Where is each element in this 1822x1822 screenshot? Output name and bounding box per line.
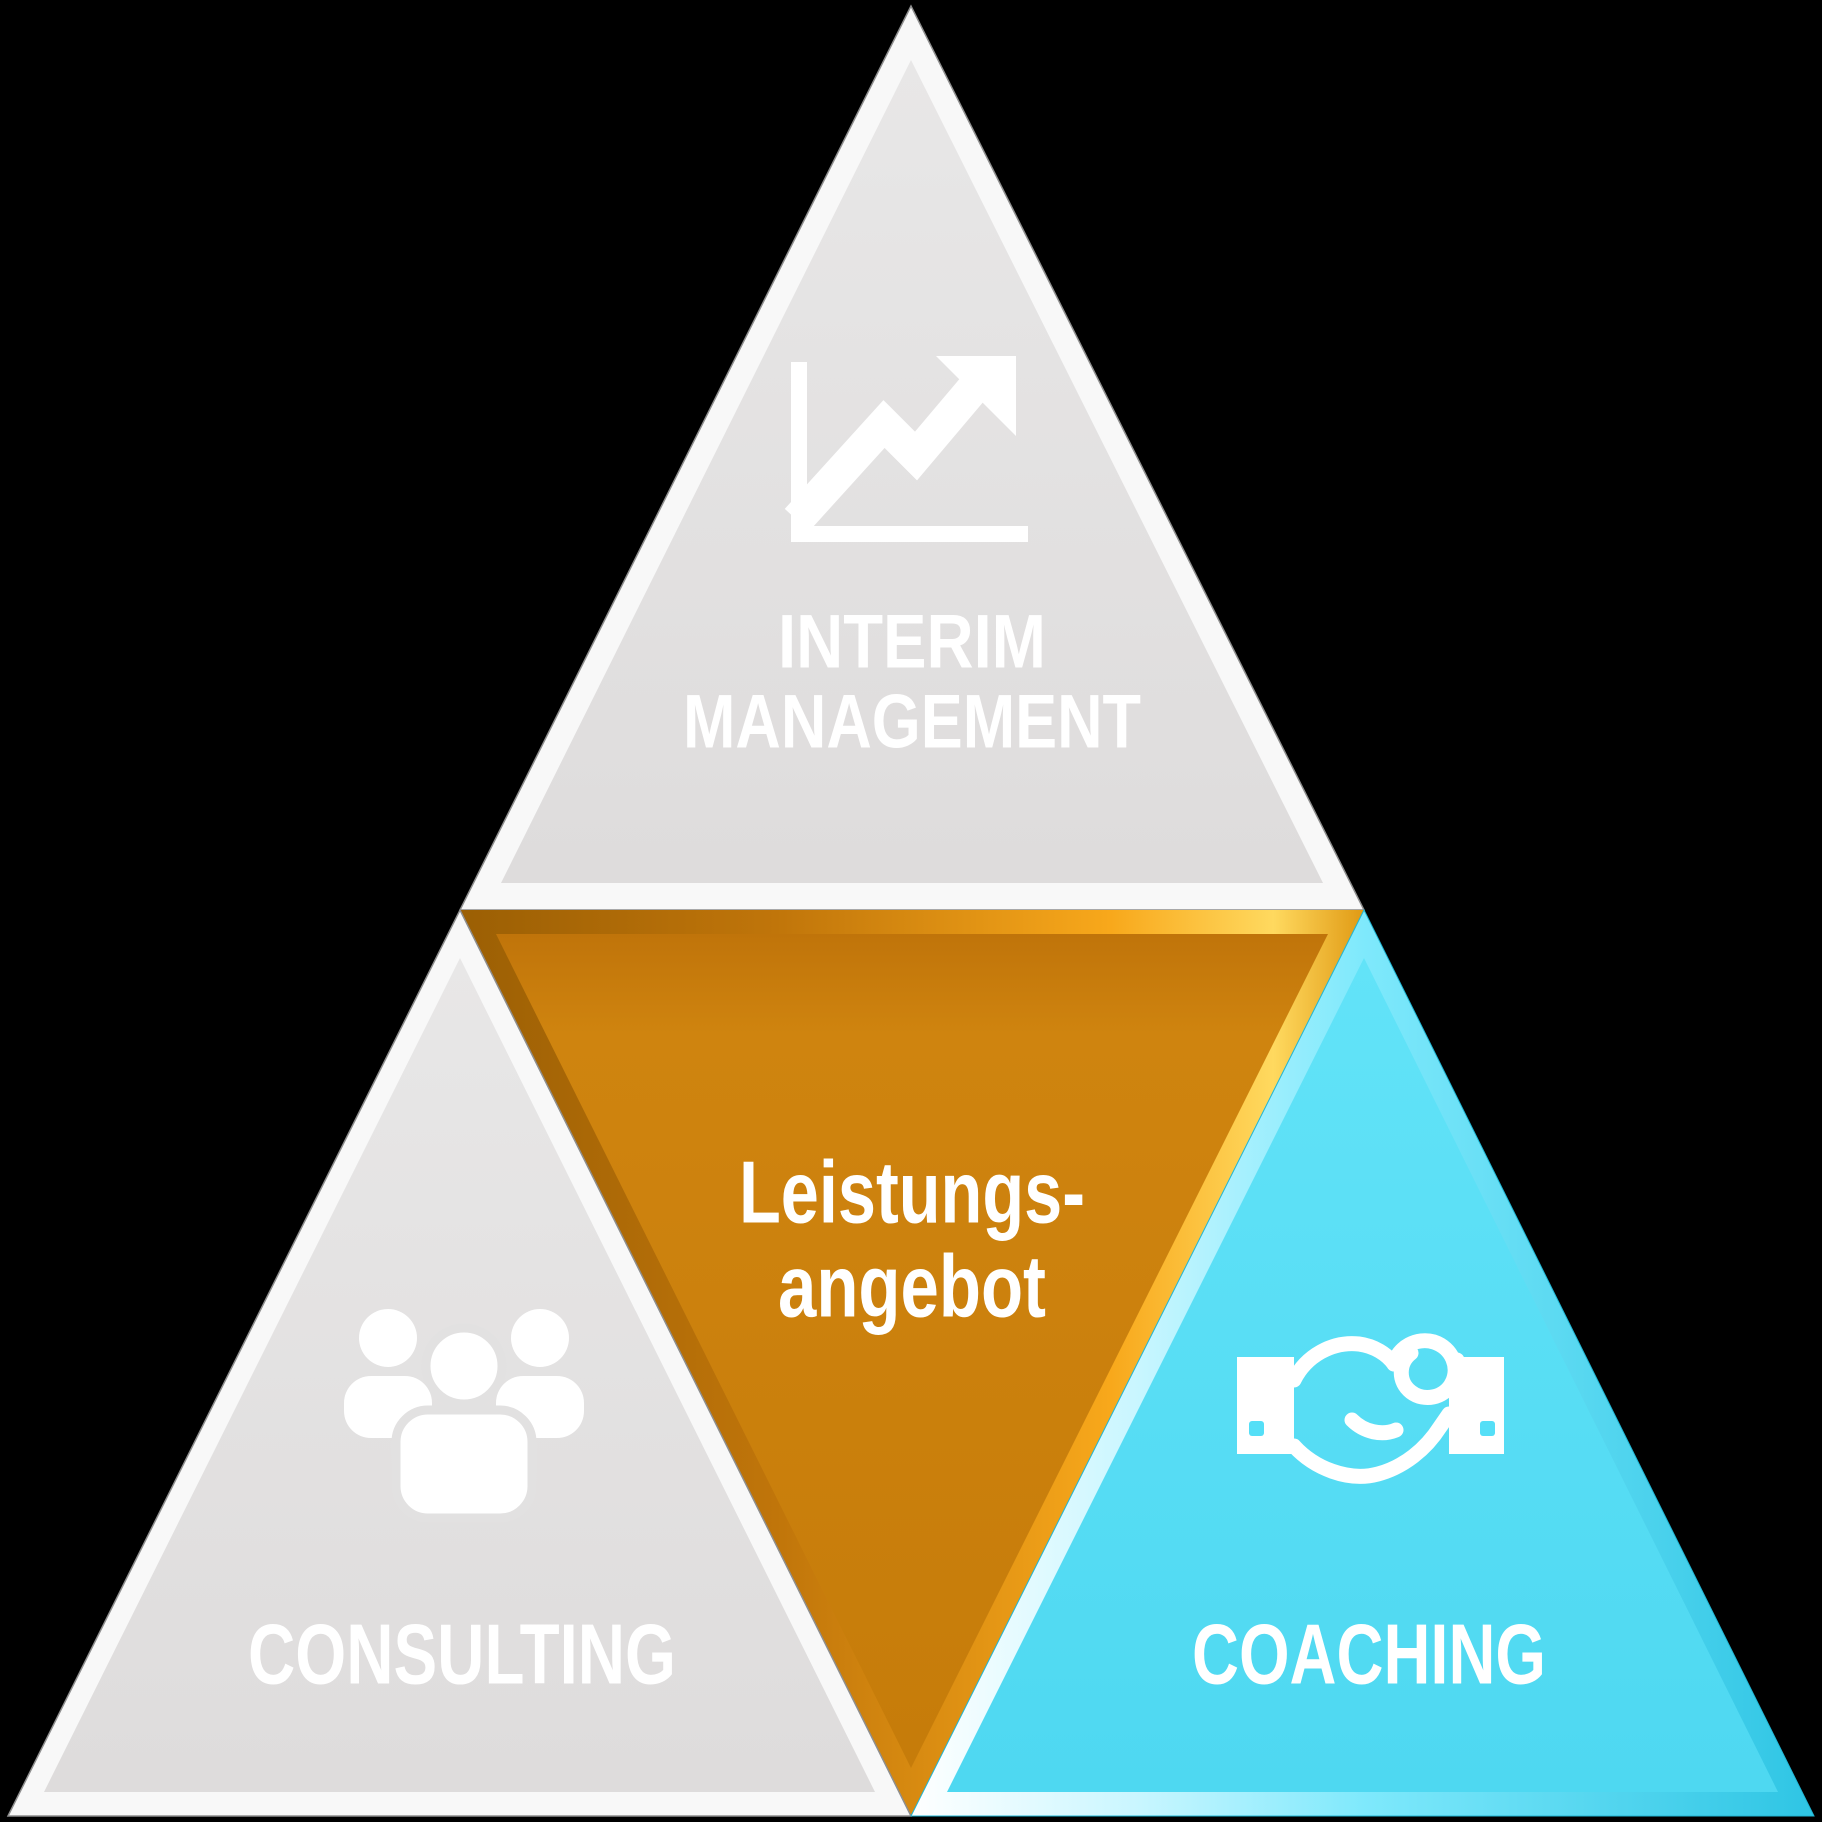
segment-label: CONSULTING [248,1608,676,1703]
line-chart-icon [784,356,1028,542]
segment-label-line2: MANAGEMENT [683,680,1141,765]
segment-interim-management: INTERIM MANAGEMENT [458,4,1366,911]
segment-face [496,934,1328,1768]
segment-label-line1: Leistungs- [739,1143,1085,1242]
segment-coaching: COACHING [910,908,1815,1817]
people-group-icon [344,1309,584,1523]
segment-leistungsangebot: Leistungs- angebot [460,910,1364,1816]
segment-label-line2: angebot [778,1237,1046,1336]
segment-consulting: CONSULTING [6,908,913,1817]
segment-face [947,958,1778,1792]
segment-label: COACHING [1192,1608,1546,1703]
handshake-icon [1237,1333,1504,1484]
segment-label-line1: INTERIM [778,600,1046,685]
